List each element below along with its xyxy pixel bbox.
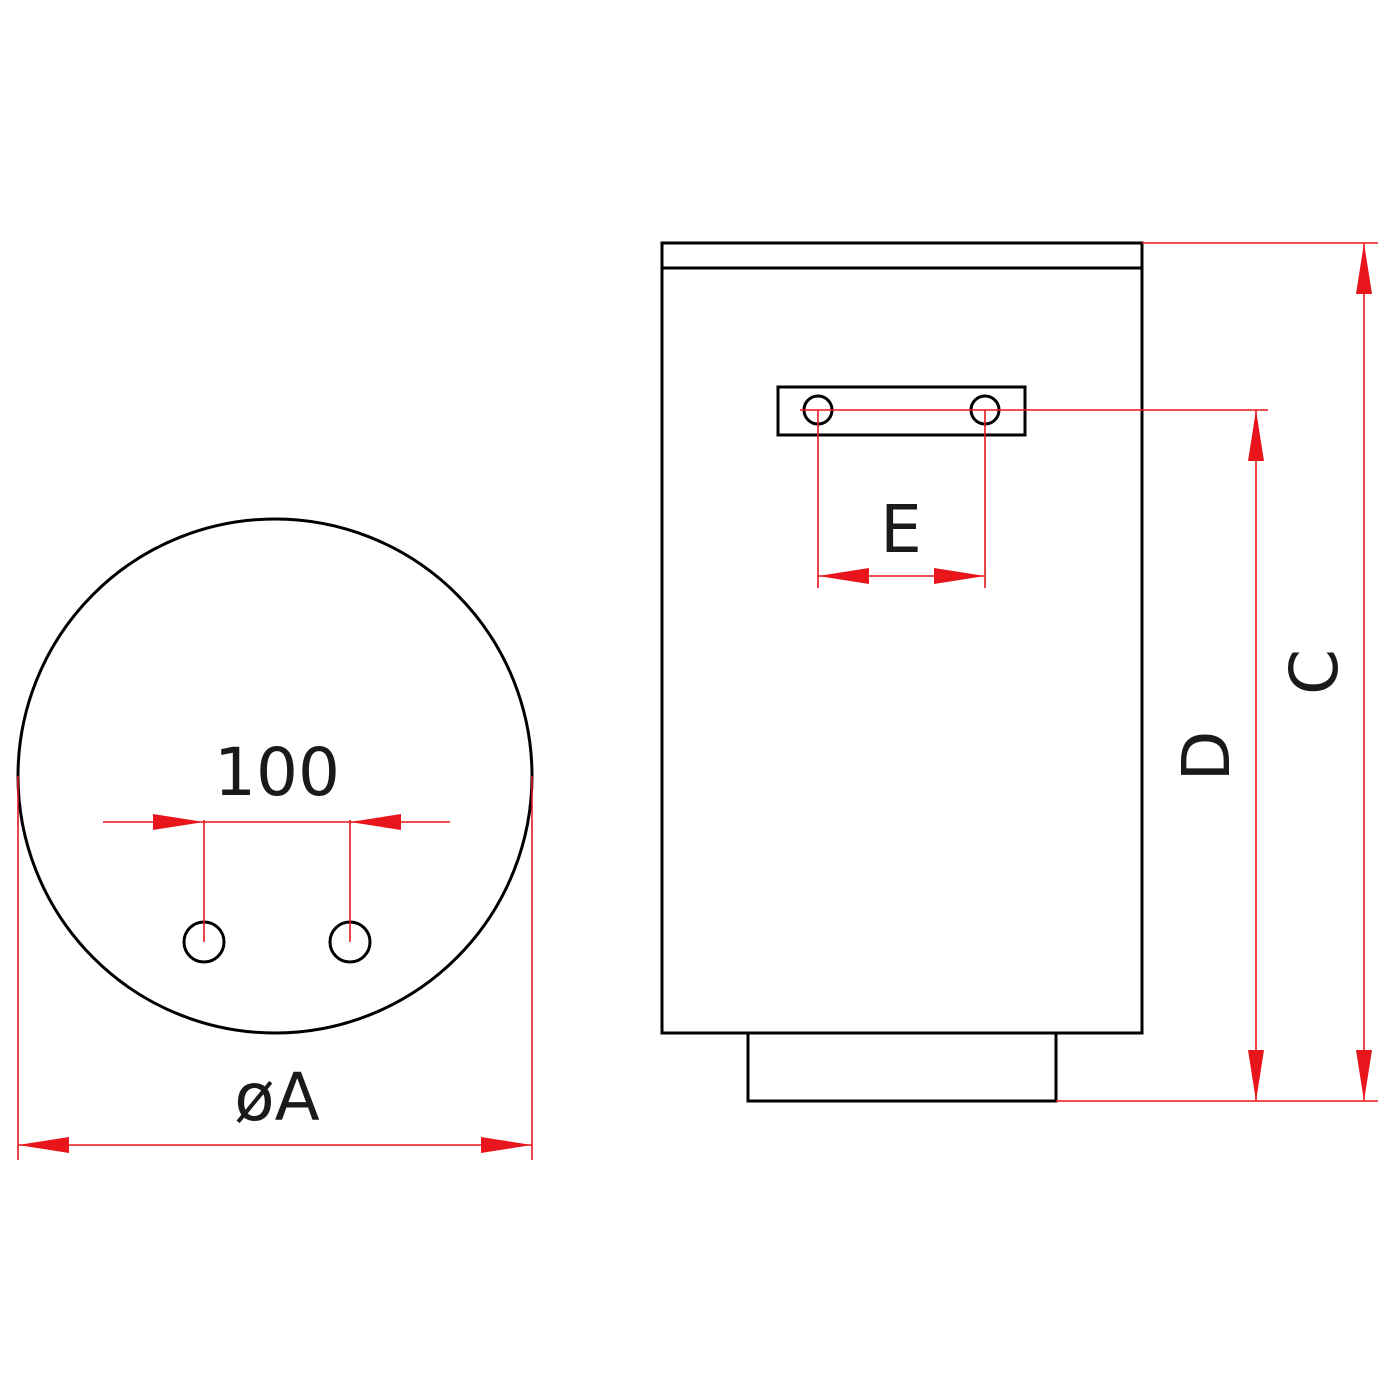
tank-body-outline: [660, 241, 1144, 1035]
bracket-height-dimension: D: [800, 409, 1378, 1102]
arrowhead: [1248, 410, 1264, 461]
bottom-view: 100 øA: [16, 517, 534, 1160]
diameter-label: øA: [234, 1059, 320, 1136]
arrowhead: [153, 814, 204, 830]
arrowhead: [1356, 1050, 1372, 1101]
front-view: E D C: [660, 241, 1378, 1103]
arrowhead: [350, 814, 401, 830]
pipe-spacing-dimension: 100: [103, 734, 450, 942]
bottom-base-outline: [746, 1031, 1058, 1103]
mounting-bracket: [776, 385, 1027, 437]
pipe-spacing-label: 100: [214, 734, 340, 811]
arrowhead: [481, 1137, 532, 1153]
arrowhead: [1248, 1050, 1264, 1101]
arrowhead: [1356, 243, 1372, 294]
arrowhead: [18, 1137, 69, 1153]
bracket-spacing-label: E: [880, 491, 922, 568]
bracket-height-label: D: [1168, 731, 1245, 782]
total-height-label: C: [1276, 649, 1353, 695]
total-height-dimension: C: [1142, 242, 1378, 1101]
arrowhead: [818, 568, 869, 584]
diameter-dimension: øA: [17, 776, 533, 1160]
arrowhead: [934, 568, 985, 584]
bracket-spacing-dimension: E: [817, 410, 986, 588]
